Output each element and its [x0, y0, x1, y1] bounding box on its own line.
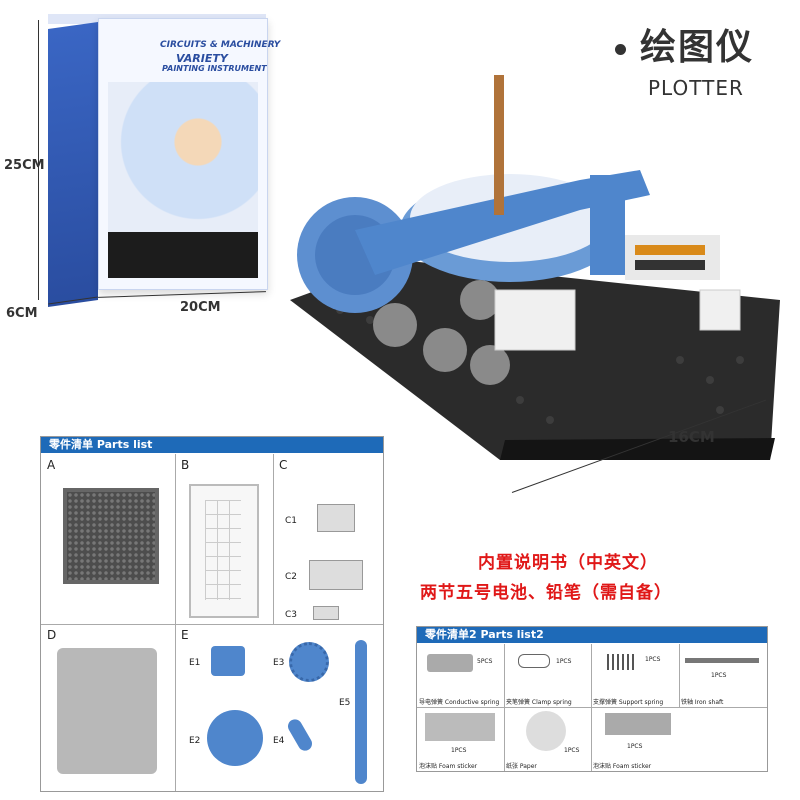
cell-d: D	[41, 624, 176, 791]
plotter-length-label: 16CM	[668, 428, 715, 446]
part-p2: 1PCS 夹笔弹簧 Clamp spring	[504, 644, 592, 708]
part-p5: 1PCS 泡沫贴 Foam sticker	[417, 707, 505, 771]
parts-list-panel: 零件清单 Parts list A B C C1 C2 C3 D E E1 E2…	[40, 436, 384, 792]
e4-label: E4	[273, 736, 285, 746]
p6-qty: 1PCS	[564, 747, 580, 754]
part-p3: 1PCS 支撑弹簧 Support spring	[591, 644, 680, 708]
p4-image	[685, 658, 759, 663]
p6-image	[526, 711, 566, 751]
p5-image	[425, 713, 495, 741]
motor	[494, 289, 576, 351]
c1-label: C1	[285, 516, 298, 526]
cell-label-c: C	[279, 458, 288, 472]
part-p7: 1PCS 泡沫贴 Foam sticker	[591, 707, 767, 771]
box-heading-2: VARIETY	[176, 52, 228, 65]
cell-label-a: A	[47, 458, 56, 472]
p7-caption: 泡沫贴 Foam sticker	[593, 763, 652, 770]
e3-part	[289, 642, 329, 682]
e3-label: E3	[273, 658, 285, 668]
e2-label: E2	[189, 736, 201, 746]
e5-label: E5	[339, 698, 351, 708]
notice-line-2: 两节五号电池、铅笔（需自备）	[420, 583, 672, 603]
c3-label: C3	[285, 610, 298, 620]
cell-a: A	[41, 454, 176, 625]
base-plate-part	[63, 488, 159, 584]
title-english: PLOTTER	[648, 76, 744, 100]
bullet-dot	[615, 43, 626, 55]
p1-caption: 导电弹簧 Conductive spring	[419, 699, 500, 706]
cell-label-d: D	[47, 628, 57, 642]
battery-box	[625, 235, 720, 280]
e5-part	[355, 640, 367, 784]
height-dim-line	[38, 20, 39, 300]
cell-label-b: B	[181, 458, 190, 472]
gear-sprue-d	[57, 648, 157, 774]
width-dim-line	[98, 291, 266, 298]
parts-list-2-header: 零件清单2 Parts list2	[417, 627, 767, 643]
box-depth-label: 6CM	[6, 306, 38, 321]
notice-line-1: 内置说明书（中英文）	[478, 553, 658, 573]
p3-qty: 1PCS	[645, 656, 661, 663]
c2-part	[309, 560, 363, 590]
p2-caption: 夹笔弹簧 Clamp spring	[506, 699, 572, 706]
p2-qty: 1PCS	[556, 658, 572, 665]
base-plate	[290, 260, 780, 460]
e1-label: E1	[189, 658, 201, 668]
product-title: 绘图仪	[615, 18, 754, 70]
box-height-label: 25CM	[4, 158, 45, 173]
small-gear-4	[470, 345, 510, 385]
c3-part	[313, 606, 339, 620]
parts-list-2-panel: 零件清单2 Parts list2 5PCS 导电弹簧 Conductive s…	[416, 626, 768, 772]
box-side	[48, 22, 98, 308]
small-gear-2	[423, 328, 467, 372]
box-plotter-photo	[108, 232, 258, 278]
p3-image	[607, 654, 637, 670]
box-heading-3: PAINTING INSTRUMENT	[162, 64, 267, 73]
small-gear-3	[460, 280, 500, 320]
support-pillar	[590, 175, 625, 275]
part-p6: 1PCS 纸张 Paper	[504, 707, 592, 771]
pencil	[494, 75, 504, 215]
switch	[699, 289, 741, 331]
sprue-frame-b	[189, 484, 259, 618]
p5-qty: 1PCS	[451, 747, 467, 754]
cell-b: B	[175, 454, 274, 625]
e4-part	[285, 716, 315, 754]
cell-e: E E1 E2 E3 E4 E5	[175, 624, 383, 791]
box-heading-1: CIRCUITS & MACHINERY	[160, 40, 281, 50]
p1-qty: 5PCS	[477, 658, 493, 665]
e1-part	[211, 646, 245, 676]
c2-label: C2	[285, 572, 298, 582]
title-chinese: 绘图仪	[640, 27, 755, 68]
p4-caption: 铁轴 Iron shaft	[681, 699, 724, 706]
part-p4: 1PCS 铁轴 Iron shaft	[679, 644, 767, 708]
box-width-label: 20CM	[180, 300, 221, 315]
drawing-arm	[355, 170, 650, 275]
plotter-illustration	[290, 75, 780, 460]
cell-label-e: E	[181, 628, 189, 642]
c1-part	[317, 504, 355, 532]
p1-image	[427, 654, 473, 672]
p3-caption: 支撑弹簧 Support spring	[593, 699, 664, 706]
p6-caption: 纸张 Paper	[506, 763, 537, 770]
p4-qty: 1PCS	[711, 672, 727, 679]
p7-image	[605, 713, 671, 735]
cell-c: C C1 C2 C3	[273, 454, 383, 625]
part-p1: 5PCS 导电弹簧 Conductive spring	[417, 644, 505, 708]
p7-qty: 1PCS	[627, 743, 643, 750]
small-gear-1	[373, 303, 417, 347]
e2-part	[207, 710, 263, 766]
box-child-photo	[108, 82, 258, 232]
p5-caption: 泡沫贴 Foam sticker	[419, 763, 478, 770]
p2-image	[518, 654, 550, 668]
parts-list-header: 零件清单 Parts list	[41, 437, 383, 453]
